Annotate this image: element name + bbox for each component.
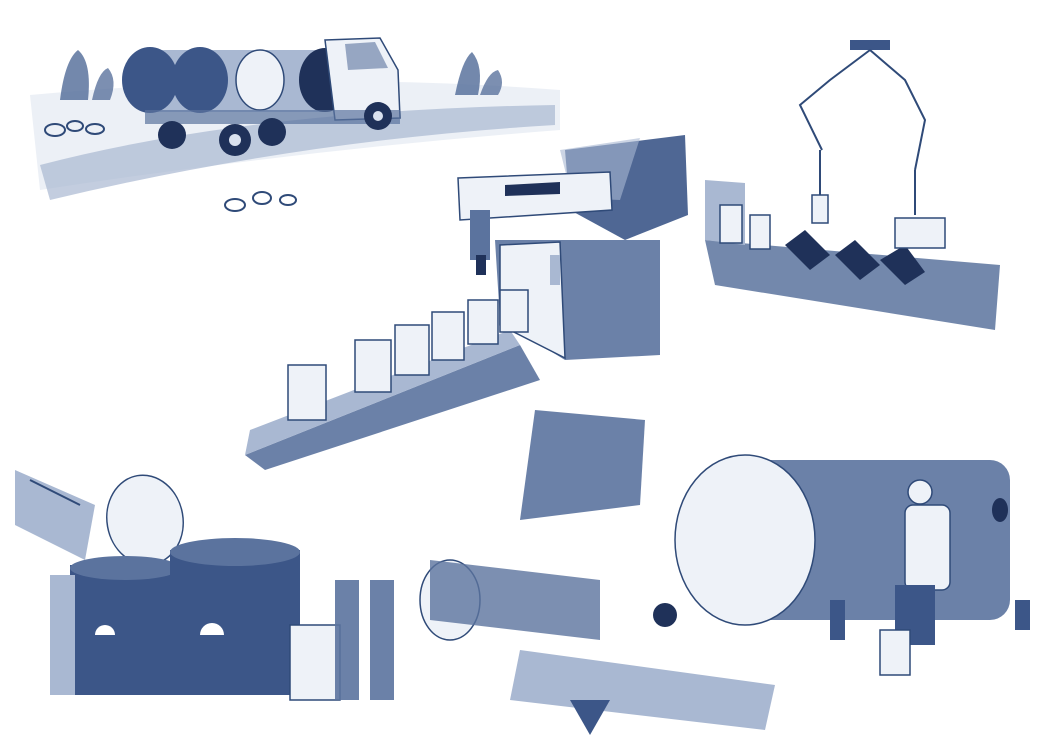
sorting-arms-icon (705, 40, 1000, 330)
crusher-conveyor-icon (419, 410, 775, 735)
tank-worker-icon (674, 454, 1030, 676)
melting-tanks-icon (15, 470, 394, 701)
tanker-truck-icon (30, 37, 560, 212)
robotic-press-icon (245, 135, 688, 470)
